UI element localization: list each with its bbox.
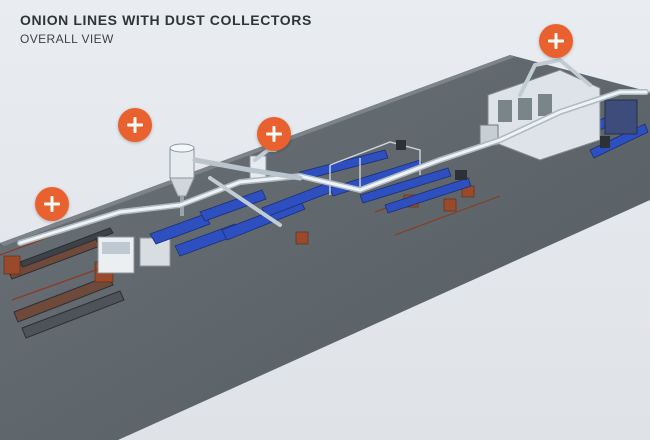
blue-conveyors bbox=[149, 109, 649, 257]
floor-slab bbox=[0, 55, 650, 440]
plus-icon bbox=[127, 117, 143, 133]
page-title: ONION LINES WITH DUST COLLECTORS bbox=[20, 12, 312, 28]
hotspot-dust-collector-button[interactable] bbox=[539, 24, 573, 58]
left-conveyor-rows bbox=[7, 227, 125, 339]
hotspot-infeed-button[interactable] bbox=[35, 187, 69, 221]
hotspot-sorting-button[interactable] bbox=[118, 108, 152, 142]
dust-collector-station bbox=[479, 69, 638, 161]
dust-ducting bbox=[17, 57, 649, 246]
plus-icon bbox=[548, 33, 564, 49]
floor-equipment bbox=[396, 136, 610, 180]
plus-icon bbox=[44, 196, 60, 212]
plus-icon bbox=[266, 126, 282, 142]
page-header: ONION LINES WITH DUST COLLECTORS OVERALL… bbox=[20, 11, 312, 47]
floor-edge bbox=[0, 55, 515, 246]
hotspot-peeling-button[interactable] bbox=[257, 117, 291, 151]
page-subtitle: OVERALL VIEW bbox=[20, 32, 114, 46]
